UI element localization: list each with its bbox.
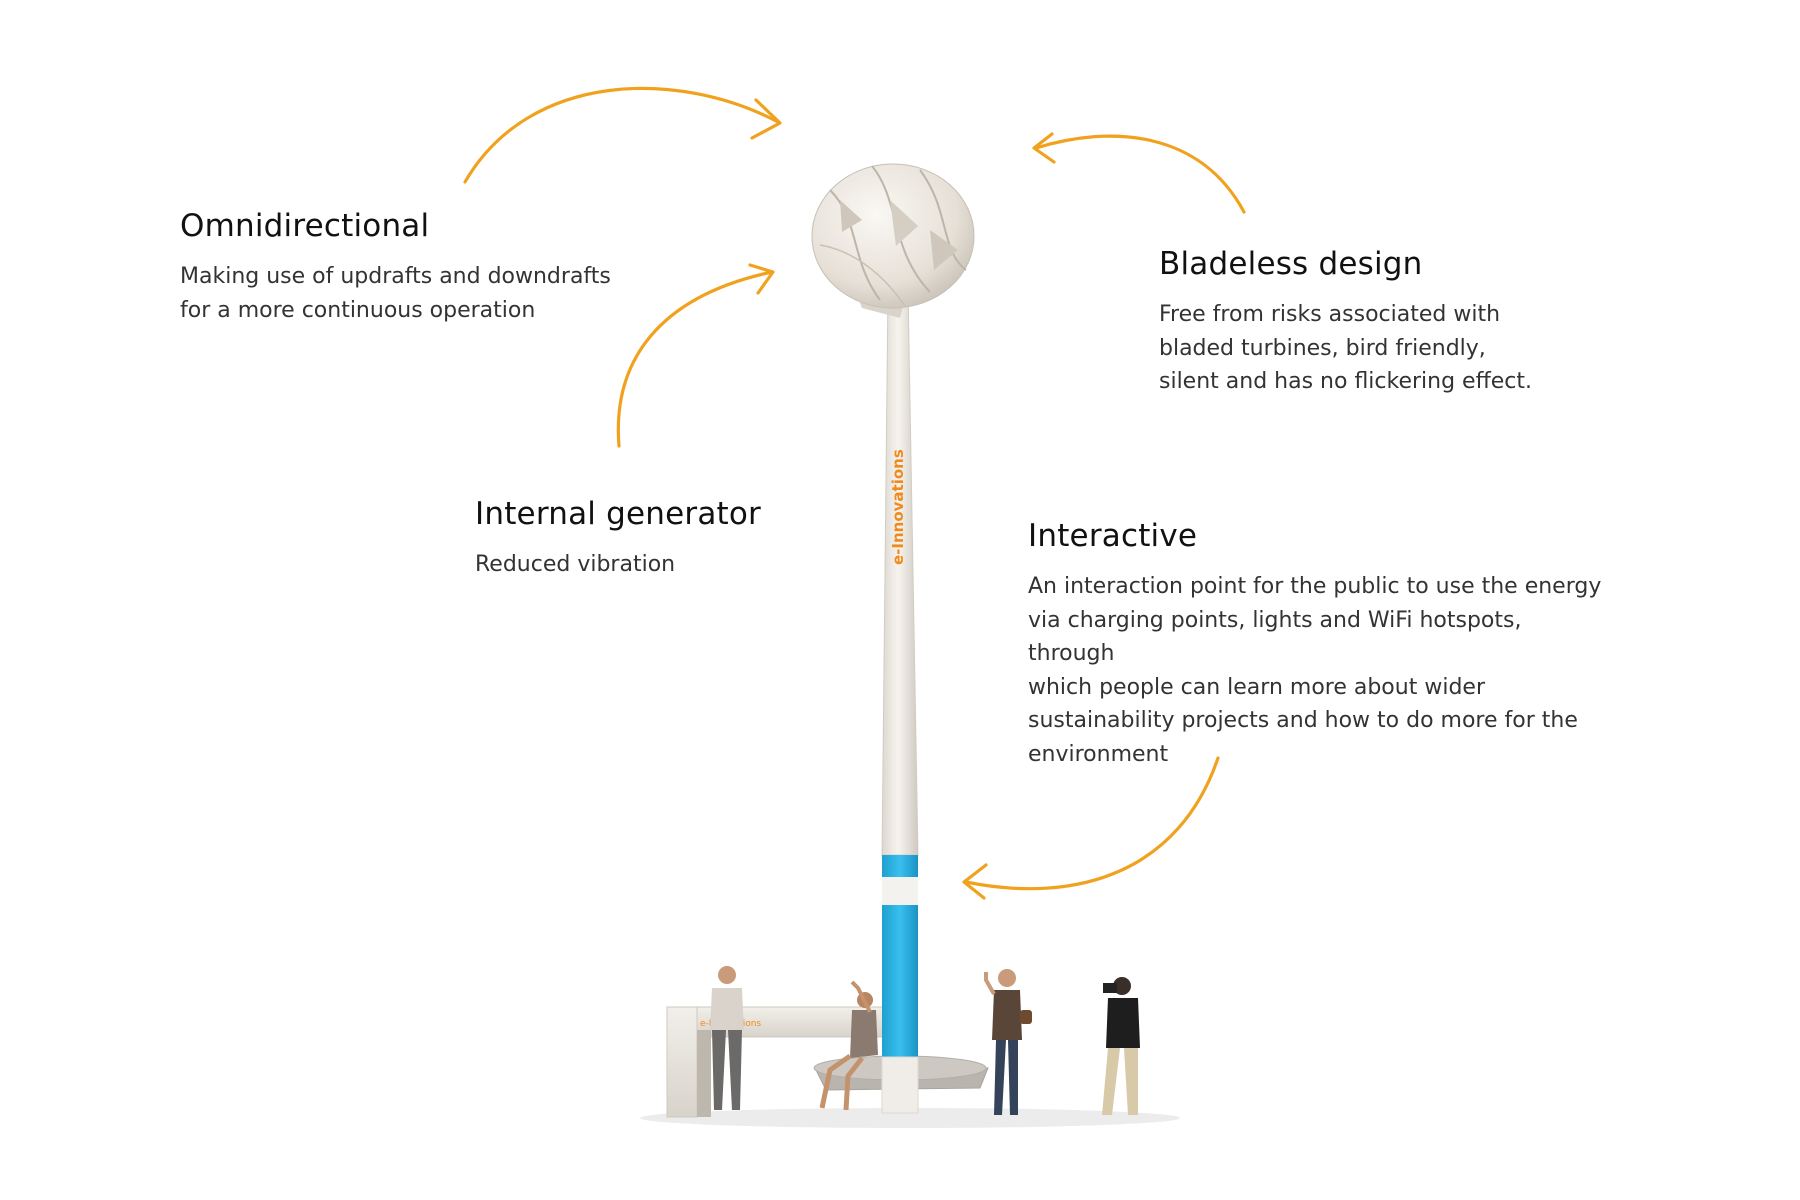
feature-title: Internal generator (475, 496, 762, 532)
person-standing-man (710, 966, 744, 1110)
feature-title: Bladeless design (1159, 246, 1423, 282)
turbine-pole: e-Innovations (881, 289, 919, 1114)
feature-description: Free from risks associated with bladed t… (1159, 298, 1559, 399)
feature-bladeless-design: Bladeless design Free from risks associa… (1159, 246, 1559, 399)
arrow-bladeless (1032, 132, 1246, 214)
arrow-interactive (962, 756, 1220, 900)
feature-description: An interaction point for the public to u… (1028, 570, 1608, 771)
description-line: for a more continuous operation (180, 297, 536, 323)
light-ring (882, 855, 918, 877)
description-line: via charging points, lights and WiFi hot… (1028, 607, 1522, 667)
person-waving-woman (984, 969, 1032, 1115)
feature-interactive: Interactive An interaction point for the… (1028, 518, 1608, 771)
description-line: environment (1028, 741, 1169, 767)
feature-internal-generator: Internal generator Reduced vibration (475, 496, 815, 582)
arrow-internal-generator (616, 263, 775, 448)
blue-base-band (882, 905, 918, 1057)
feature-omnidirectional: Omnidirectional Making use of updrafts a… (180, 208, 640, 327)
person-photographer (1102, 977, 1140, 1115)
description-line: An interaction point for the public to u… (1028, 574, 1602, 599)
pole-brand-label: e-Innovations (889, 449, 907, 565)
description-line: Reduced vibration (475, 552, 676, 577)
arrow-omnidirectional (463, 86, 782, 184)
description-line: silent and has no flickering effect. (1159, 369, 1533, 394)
feature-description: Making use of updrafts and downdrafts fo… (180, 260, 640, 327)
person-sitting-woman (819, 980, 878, 1111)
feature-title: Interactive (1028, 518, 1198, 554)
turbine-head (811, 163, 975, 318)
ground-shadow (640, 1108, 1180, 1128)
feature-description: Reduced vibration (475, 548, 815, 582)
description-line: sustainability projects and how to do mo… (1028, 708, 1578, 733)
description-line: Free from risks associated with (1159, 302, 1501, 327)
description-line: which people can learn more about wider (1028, 674, 1485, 700)
description-line: bladed turbines, bird friendly, (1159, 335, 1486, 361)
feature-title: Omnidirectional (180, 208, 430, 244)
description-line: Making use of updrafts and downdrafts (180, 264, 611, 289)
